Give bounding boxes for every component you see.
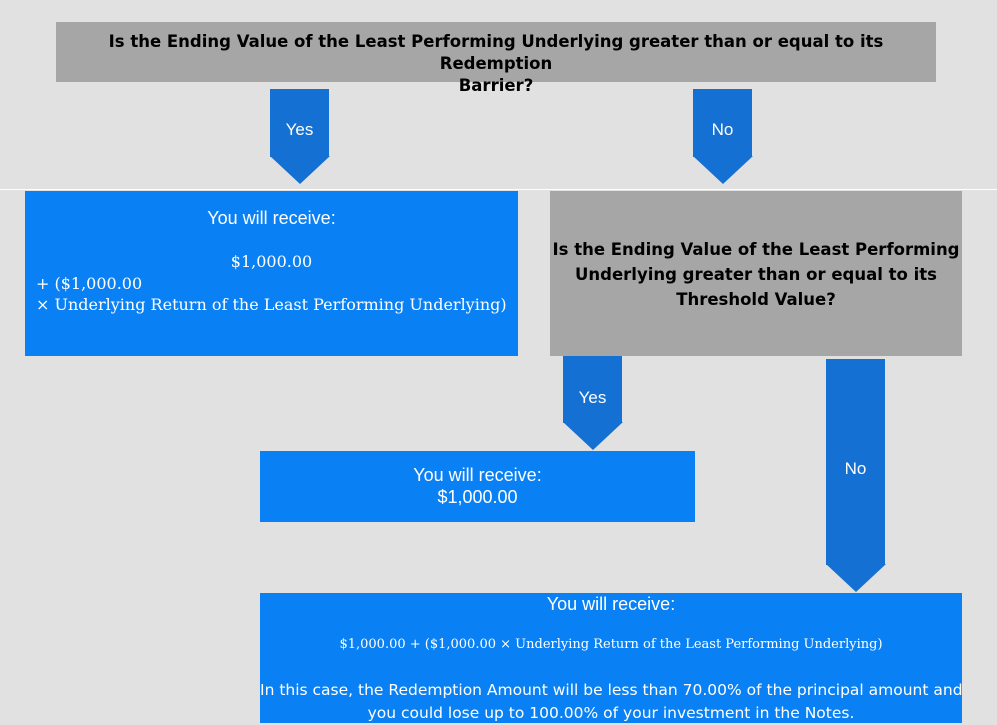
loss-note: In this case, the Redemption Amount will… bbox=[260, 679, 963, 725]
outcome-box-principal: You will receive: $1,000.00 bbox=[260, 451, 695, 522]
no-arrow-long: No bbox=[825, 359, 886, 593]
outcome-amount-middle: $1,000.00 bbox=[437, 487, 518, 507]
threshold-question-line-2: Underlying greater than or equal to its bbox=[575, 265, 937, 284]
outcome-formula-line-2: × Underlying Return of the Least Perform… bbox=[36, 295, 507, 314]
no-label-top: No bbox=[711, 120, 734, 139]
yes-arrow-top: Yes bbox=[269, 89, 330, 185]
yes-label-top: Yes bbox=[285, 120, 314, 139]
outcome-amount-left: $1,000.00 bbox=[230, 252, 313, 271]
outcome-heading-bottom: You will receive: bbox=[546, 594, 676, 614]
question-line-2: Barrier? bbox=[458, 76, 534, 95]
outcome-formula-bottom: $1,000.00 + ($1,000.00 × Underlying Retu… bbox=[339, 637, 883, 652]
loss-note-line-2: you could lose up to 100.00% of your inv… bbox=[367, 704, 855, 722]
yes-arrow-middle: Yes bbox=[562, 356, 623, 452]
threshold-question-line-1: Is the Ending Value of the Least Perform… bbox=[552, 240, 960, 259]
redemption-barrier-question: Is the Ending Value of the Least Perform… bbox=[56, 22, 936, 95]
threshold-value-question: Is the Ending Value of the Least Perform… bbox=[550, 191, 962, 356]
no-arrow-top: No bbox=[692, 89, 753, 185]
outcome-box-positive: You will receive: $1,000.00 + ($1,000.00… bbox=[25, 191, 518, 356]
yes-label-middle: Yes bbox=[578, 388, 607, 407]
outcome-heading-left: You will receive: bbox=[207, 208, 336, 228]
outcome-heading-middle: You will receive: bbox=[413, 465, 542, 485]
threshold-question-line-3: Threshold Value? bbox=[676, 290, 836, 309]
no-label-long: No bbox=[844, 459, 867, 478]
loss-note-line-1: In this case, the Redemption Amount will… bbox=[260, 681, 963, 699]
outcome-box-loss: You will receive: $1,000.00 + ($1,000.00… bbox=[260, 593, 963, 725]
divider-line bbox=[0, 189, 997, 190]
outcome-formula-line-1: + ($1,000.00 bbox=[36, 274, 143, 293]
question-line-1: Is the Ending Value of the Least Perform… bbox=[108, 32, 884, 73]
